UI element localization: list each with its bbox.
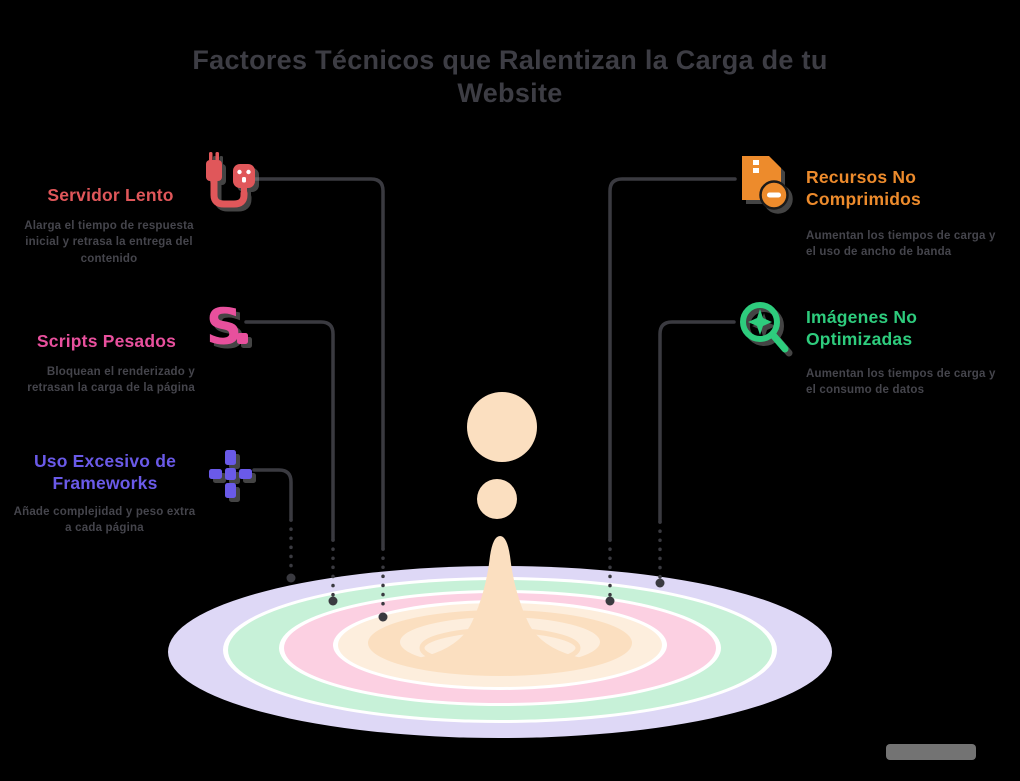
imagenes-no-optimizadas-label: Imágenes No Optimizadas xyxy=(806,307,918,350)
frameworks-label: Uso Excesivo de Frameworks xyxy=(33,451,177,494)
uncompressed-file-icon xyxy=(742,156,789,210)
recursos-no-comprimidos-description: Aumentan los tiempos de carga y el uso d… xyxy=(806,230,996,259)
water-splash xyxy=(408,392,592,669)
page-title-line2: Website xyxy=(457,77,563,108)
connector-recursos xyxy=(608,177,737,542)
page-title-line1: Factores Técnicos que Ralentizan la Carg… xyxy=(192,45,828,75)
connector-lines xyxy=(244,177,737,613)
connector-scripts-pesados xyxy=(244,320,335,542)
heavy-script-icon: S xyxy=(206,298,248,354)
watermark xyxy=(886,744,976,760)
falling-drop-large xyxy=(467,392,537,462)
servidor-lento-label: Servidor Lento xyxy=(47,185,174,205)
recursos-no-comprimidos-label: Recursos No Comprimidos xyxy=(806,167,921,210)
optimize-magnifier-icon xyxy=(740,302,789,353)
connector-end-dots xyxy=(286,573,665,622)
connector-frameworks xyxy=(252,468,293,522)
imagenes-no-optimizadas-description: Aumentan los tiempos de carga y el consu… xyxy=(806,368,996,397)
servidor-lento-description: Alarga el tiempo de respuesta inicial y … xyxy=(24,220,194,265)
frameworks-plus-icon xyxy=(209,450,252,498)
svg-text:S: S xyxy=(206,298,242,354)
plug-cable-icon xyxy=(206,152,255,208)
frameworks-description: Añade complejidad y peso extra a cada pá… xyxy=(13,506,196,535)
connector-imagenes xyxy=(658,320,736,524)
scripts-pesados-label: Scripts Pesados xyxy=(36,331,177,351)
scripts-pesados-description: Bloquean el renderizado y retrasan la ca… xyxy=(27,366,195,395)
connector-servidor-lento xyxy=(250,177,385,551)
title-block: Factores Técnicos que Ralentizan la Carg… xyxy=(0,44,1020,110)
falling-drop-small xyxy=(477,479,517,519)
